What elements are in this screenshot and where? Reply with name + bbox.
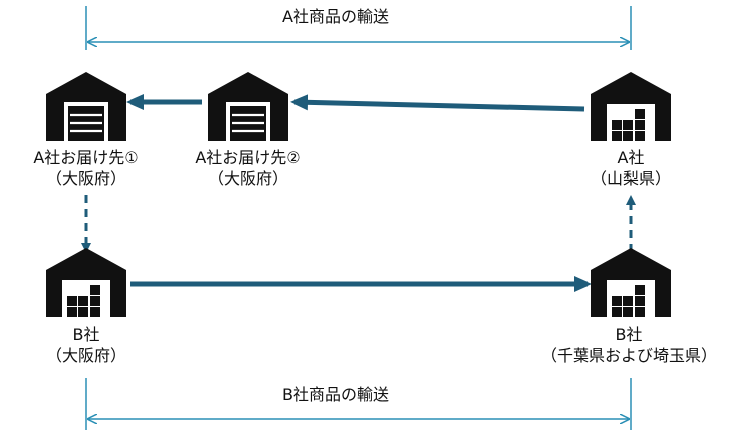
node-location: （大阪府） (45, 346, 126, 365)
node-location: （千葉県および埼玉県） (540, 346, 717, 365)
b-transport-label: B社商品の輸送 (276, 385, 395, 405)
warehouse-boxes-icon (590, 247, 672, 318)
warehouse-boxes-icon (45, 247, 127, 318)
node-name: B社 (72, 325, 100, 344)
b-transport-span (85, 378, 632, 430)
warehouse-boxes-icon (590, 71, 672, 142)
flow-arrow-a-company-to-dest2 (290, 94, 585, 112)
node-name: A社お届け先① (33, 148, 139, 167)
node-name: A社 (617, 148, 645, 167)
node-b-company: B社 （大阪府） (6, 324, 166, 366)
node-location: （大阪府） (45, 169, 126, 188)
a-transport-span (85, 6, 632, 50)
node-name: B社 (615, 325, 643, 344)
node-b-dest: B社 （千葉県および埼玉県） (511, 324, 747, 366)
a-transport-label: A社商品の輸送 (276, 7, 395, 27)
node-name: A社お届け先② (195, 148, 301, 167)
node-a-company: A社 （山梨県） (551, 147, 711, 189)
warehouse-closed-icon (206, 70, 290, 143)
warehouse-closed-icon (44, 70, 128, 143)
node-location: （大阪府） (207, 169, 288, 188)
node-a-dest1: A社お届け先① （大阪府） (6, 147, 166, 189)
node-location: （山梨県） (590, 169, 671, 188)
node-a-dest2: A社お届け先② （大阪府） (168, 147, 328, 189)
